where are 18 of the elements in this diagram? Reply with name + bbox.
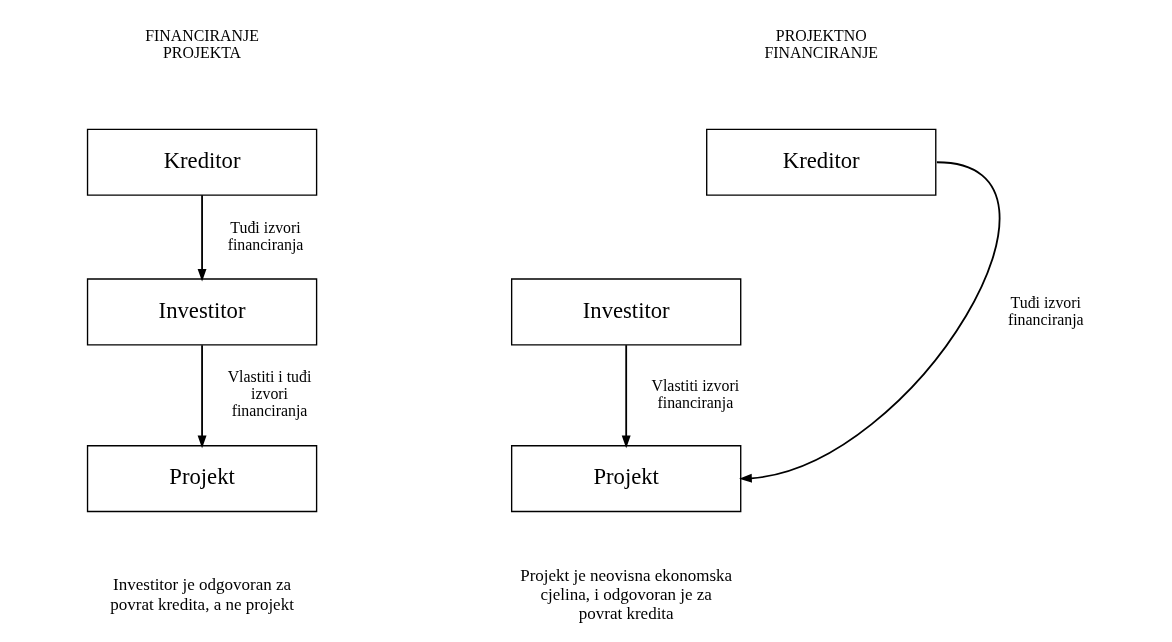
edge-label: Vlastiti i tuđi izvori financiranja (227, 368, 311, 420)
arrow (197, 194, 207, 282)
arrow (197, 344, 207, 449)
node-box: Kreditor (86, 128, 317, 196)
node-box: Investitor (86, 278, 317, 346)
arrow (621, 344, 631, 449)
edge-label: Vlastiti izvori financiranja (651, 376, 739, 411)
label: FINANCIRANJE PROJEKTA (144, 27, 259, 62)
node-label: Projekt je neovisna ekonomska cjelina, i odgovoran je za povrat kredita (519, 565, 732, 624)
node-box: Investitor (510, 278, 741, 346)
edge-label: Tuđi izvori financiranja (227, 218, 303, 253)
node-box: Projekt (86, 445, 317, 513)
node-box: Projekt (510, 445, 741, 513)
edge-label: Tuđi izvori financiranja (1007, 293, 1084, 328)
arrow (738, 161, 1000, 483)
label: PROJEKTNO FINANCIRANJE (763, 27, 878, 62)
node-box: Kreditor (705, 128, 936, 196)
node-label: Investitor je odgovoran za povrat kredita, a ne projekt (109, 575, 294, 614)
